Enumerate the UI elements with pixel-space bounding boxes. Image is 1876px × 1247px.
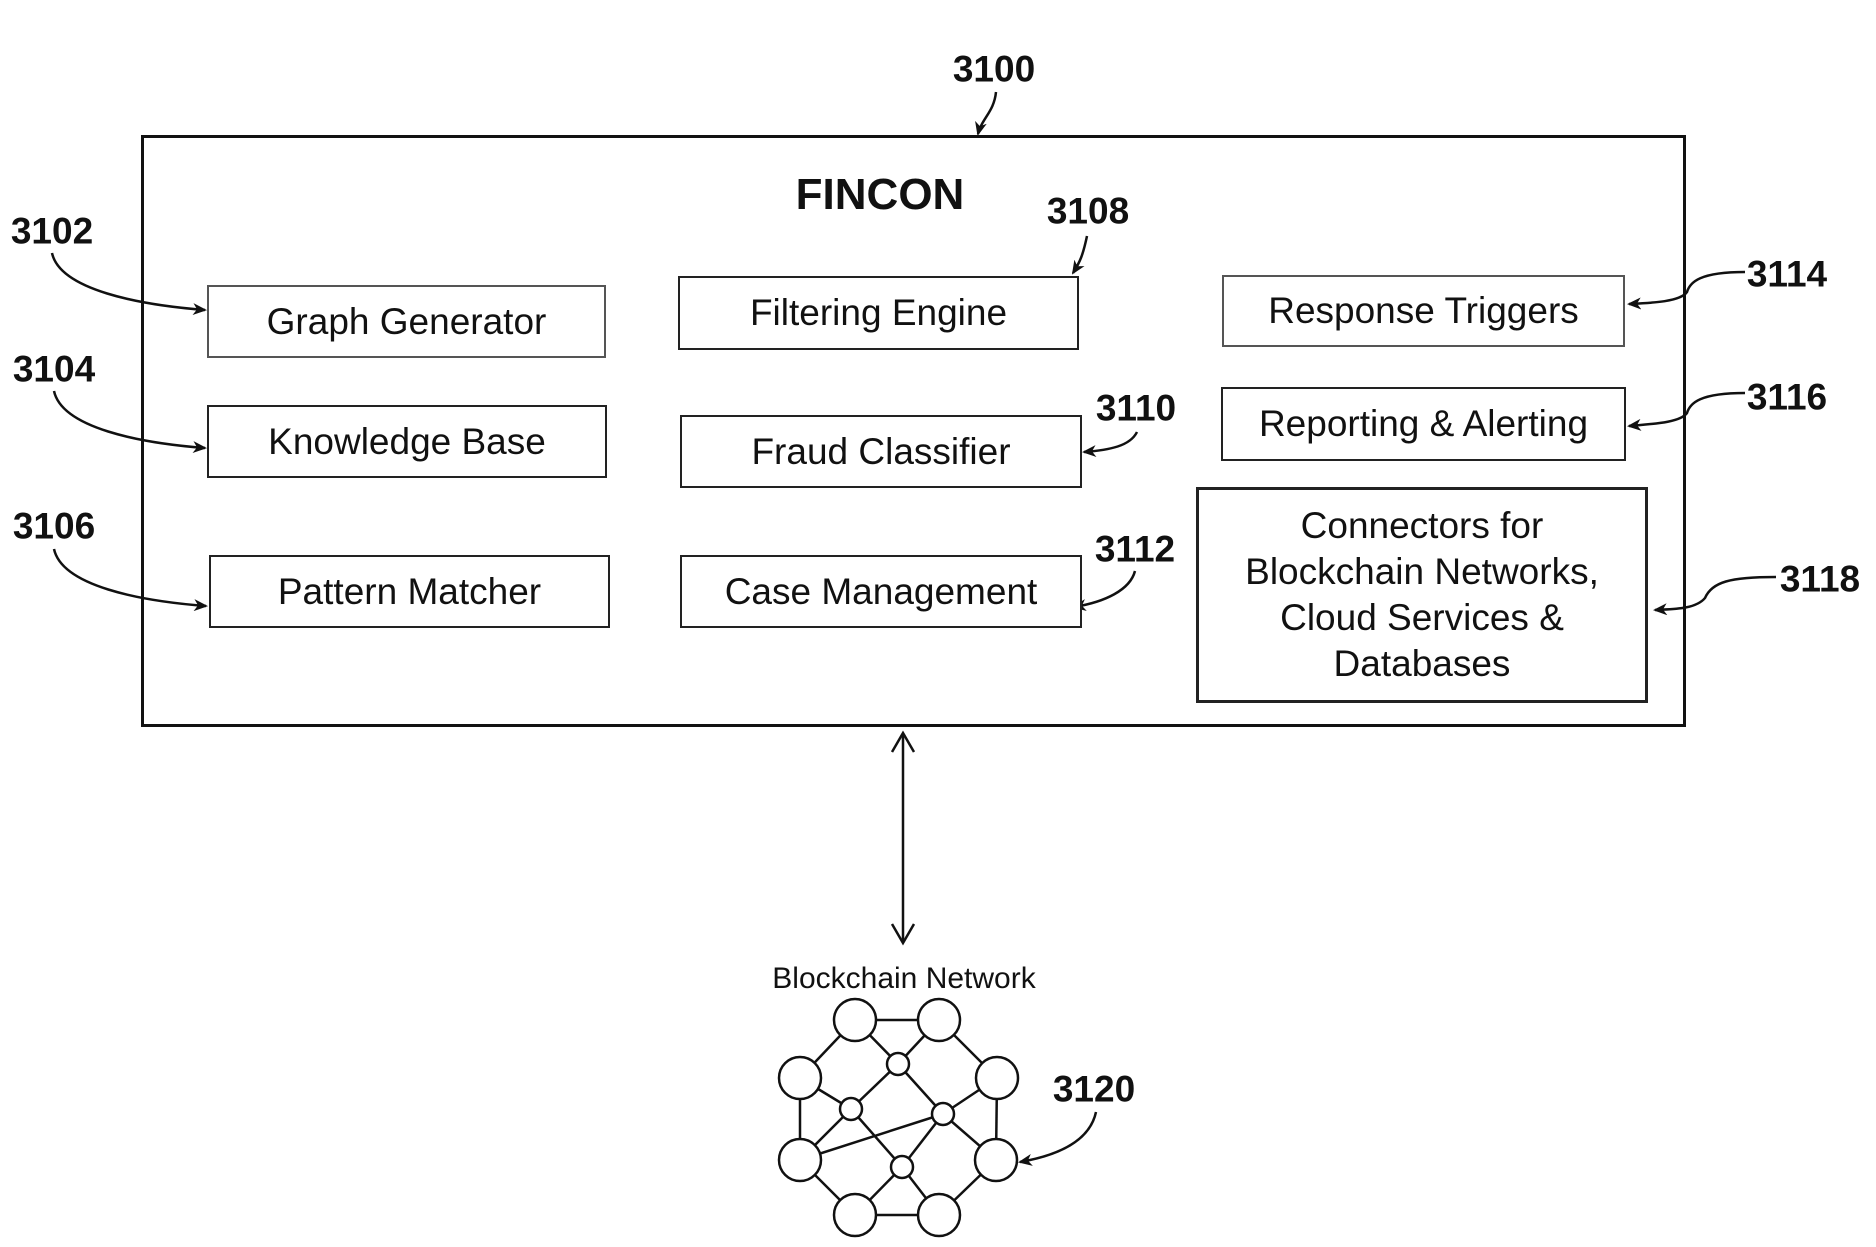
ref-numeral-3108: 3108: [1047, 193, 1129, 230]
large-network-node: [918, 999, 960, 1041]
connectors-label-line-1: Connectors for: [1301, 503, 1544, 549]
blockchain-network-label: Blockchain Network: [772, 964, 1035, 994]
connectors-label-line-4: Databases: [1334, 641, 1511, 687]
graph-generator-box: Graph Generator: [207, 285, 606, 358]
ref-numeral-3118: 3118: [1780, 561, 1860, 598]
filtering-engine-box: Filtering Engine: [678, 276, 1079, 350]
ref-numeral-3102: 3102: [11, 213, 93, 250]
large-network-node: [834, 999, 876, 1041]
ref-numeral-3120: 3120: [1053, 1071, 1135, 1108]
ref-numeral-3112: 3112: [1095, 531, 1175, 568]
knowledge-base-label: Knowledge Base: [268, 419, 546, 465]
connectors-label-line-3: Cloud Services &: [1280, 595, 1564, 641]
leader-arrow-3100: [978, 92, 996, 134]
system-title: FINCON: [796, 173, 965, 217]
response-triggers-box: Response Triggers: [1222, 275, 1625, 347]
small-network-node: [887, 1053, 909, 1075]
case-management-label: Case Management: [725, 569, 1038, 615]
reporting-alerting-label: Reporting & Alerting: [1259, 401, 1588, 447]
fraud-classifier-label: Fraud Classifier: [751, 429, 1010, 475]
case-management-box: Case Management: [680, 555, 1082, 628]
connectors-label-line-2: Blockchain Networks,: [1245, 549, 1599, 595]
ref-numeral-3100: 3100: [953, 51, 1035, 88]
ref-numeral-3114: 3114: [1747, 256, 1827, 293]
graph-generator-label: Graph Generator: [267, 299, 547, 345]
filtering-engine-label: Filtering Engine: [750, 290, 1007, 336]
pattern-matcher-box: Pattern Matcher: [209, 555, 610, 628]
large-network-node: [834, 1194, 876, 1236]
knowledge-base-box: Knowledge Base: [207, 405, 607, 478]
ref-numeral-3116: 3116: [1747, 379, 1827, 416]
ref-numeral-3110: 3110: [1096, 390, 1176, 427]
leader-arrow-3120: [1020, 1112, 1096, 1162]
fraud-classifier-box: Fraud Classifier: [680, 415, 1082, 488]
large-network-node: [976, 1057, 1018, 1099]
large-network-node: [779, 1139, 821, 1181]
large-network-node: [918, 1194, 960, 1236]
ref-numeral-3104: 3104: [13, 351, 95, 388]
large-network-node: [779, 1057, 821, 1099]
large-network-node: [975, 1139, 1017, 1181]
reporting-alerting-box: Reporting & Alerting: [1221, 387, 1626, 461]
connectors-box: Connectors for Blockchain Networks, Clou…: [1196, 487, 1648, 703]
small-network-node: [840, 1098, 862, 1120]
small-network-node: [891, 1156, 913, 1178]
ref-numeral-3106: 3106: [13, 508, 95, 545]
pattern-matcher-label: Pattern Matcher: [278, 569, 541, 615]
blockchain-network-graph: [779, 999, 1018, 1236]
small-network-node: [932, 1103, 954, 1125]
response-triggers-label: Response Triggers: [1268, 288, 1579, 334]
